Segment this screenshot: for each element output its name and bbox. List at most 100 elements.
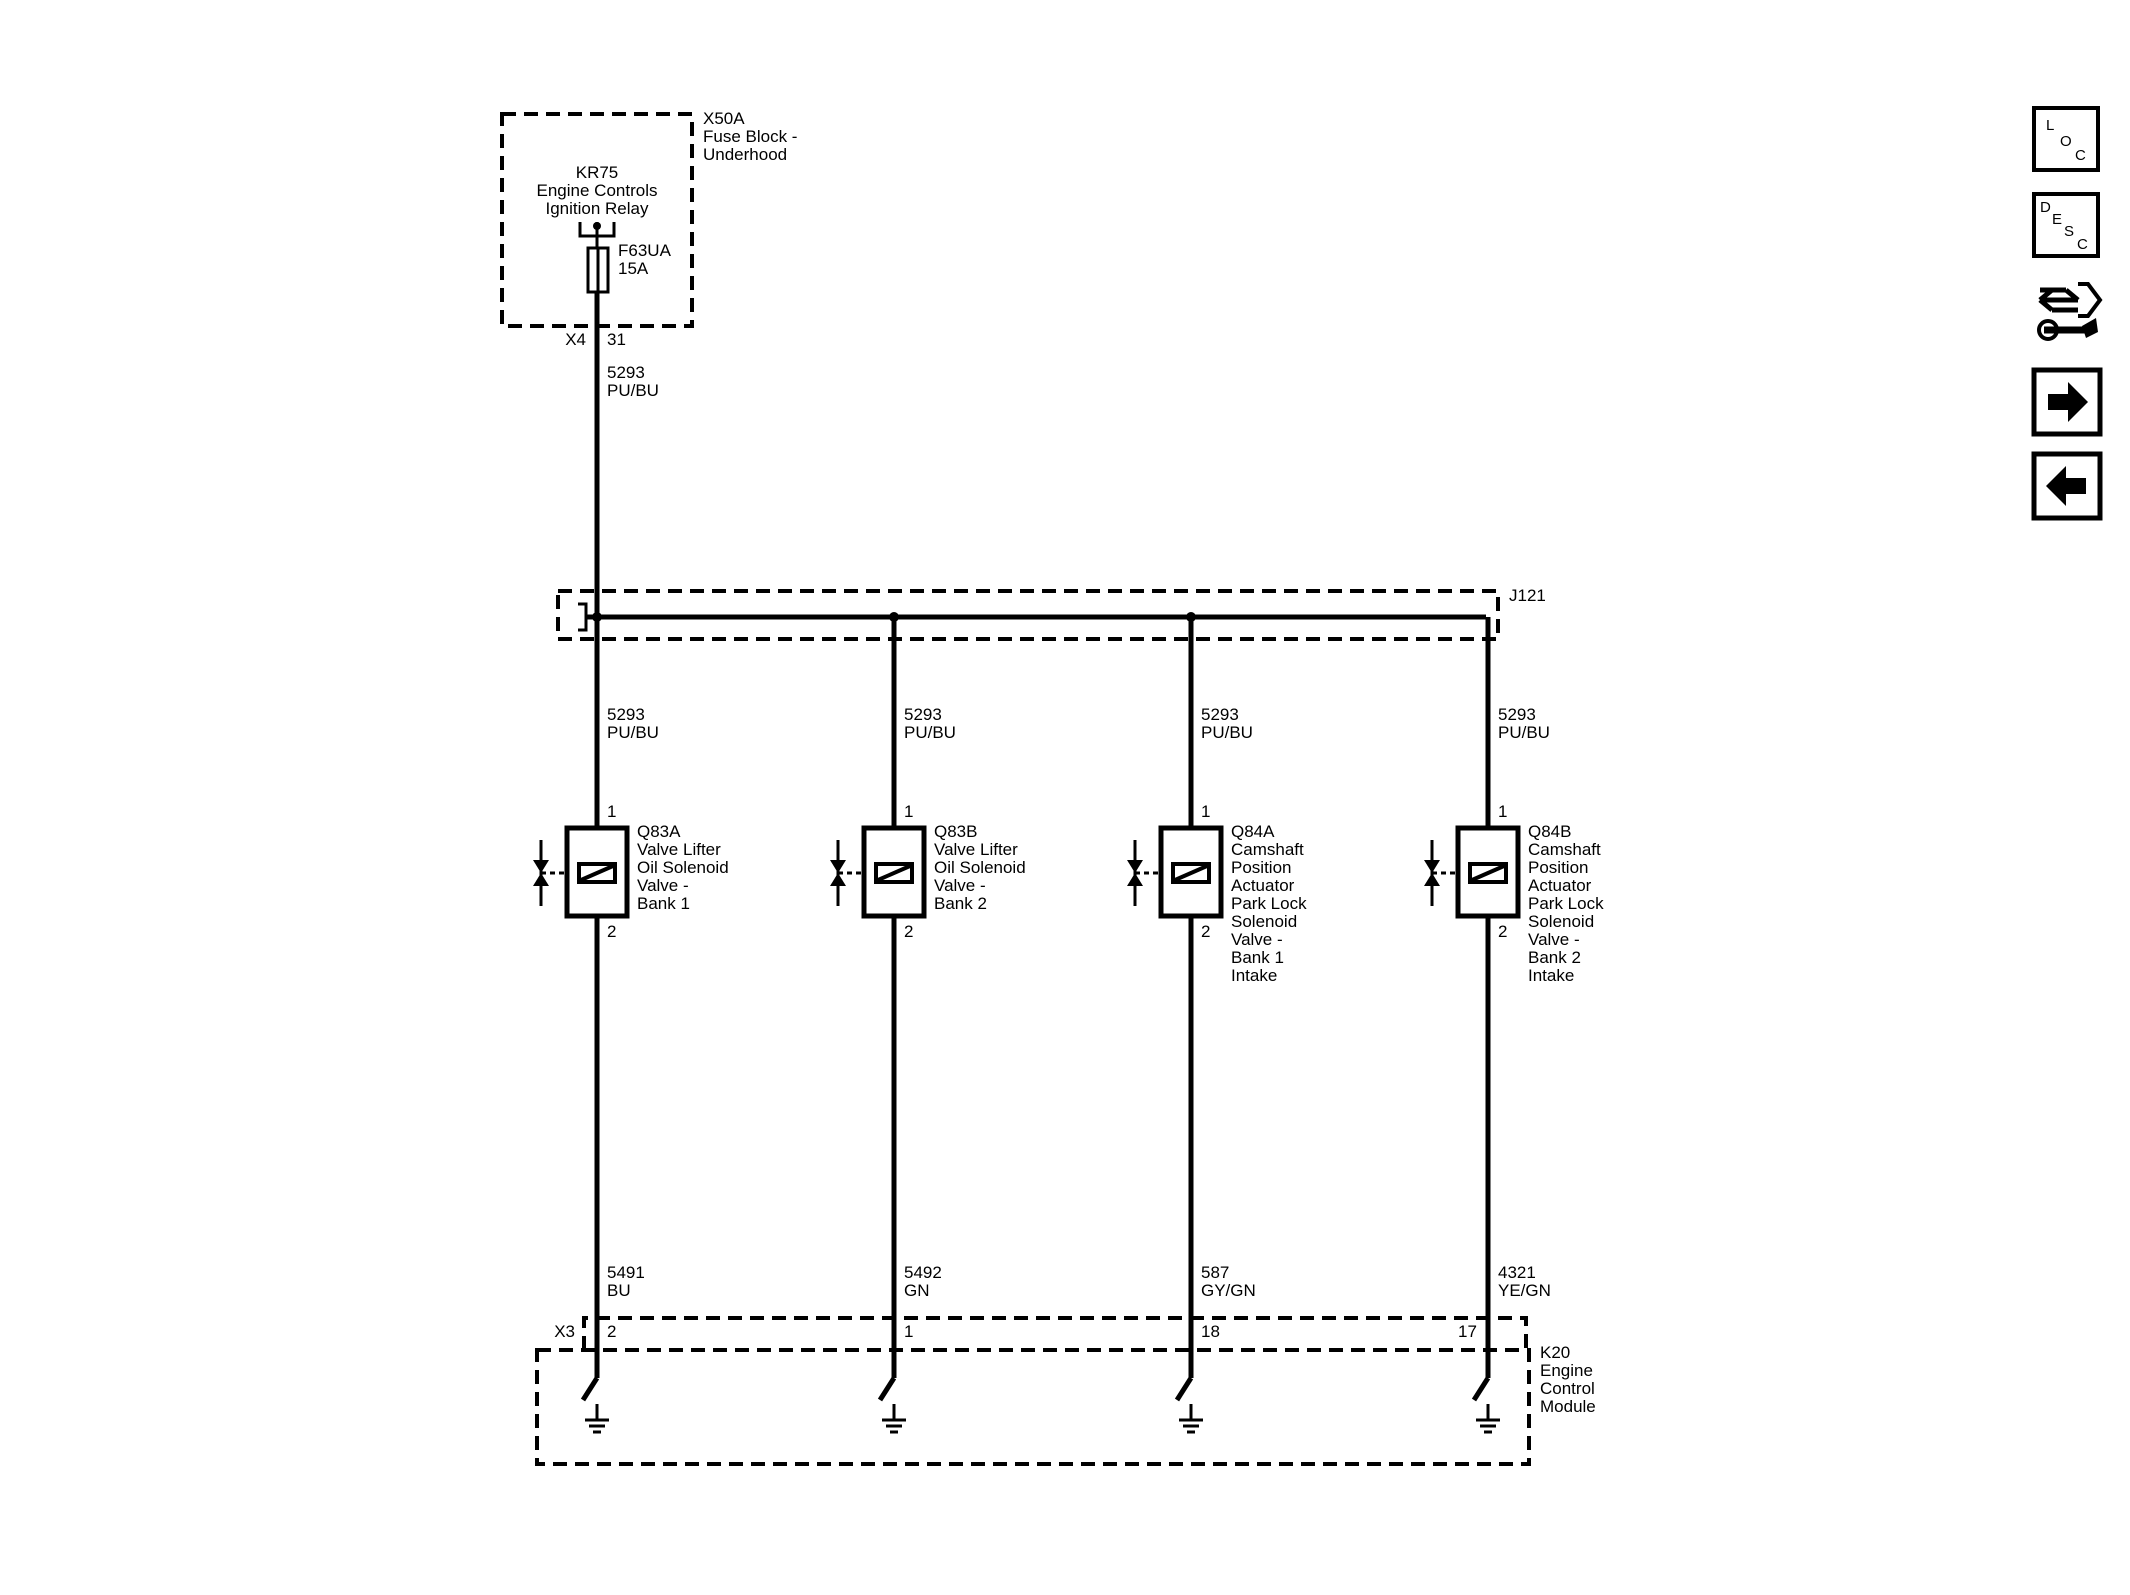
fuse-block-x50a: X50A Fuse Block - Underhood KR75 Engine … <box>500 109 797 349</box>
ground-icon <box>585 1418 609 1434</box>
ecm-driver-switch <box>580 1376 600 1402</box>
component-label-line: Intake <box>1528 966 1574 985</box>
ecm-pin-label: 17 <box>1458 1322 1477 1341</box>
component-label-line: Position <box>1528 858 1588 877</box>
solenoid-pin-2: 2 <box>1498 922 1507 941</box>
component-label-line: Valve Lifter <box>934 840 1018 859</box>
component-label-line: Oil Solenoid <box>637 858 729 877</box>
fuse-id: F63UA <box>618 241 672 260</box>
component-label-line: Valve - <box>1528 930 1580 949</box>
loc-button[interactable]: L O C <box>2032 106 2100 172</box>
branch-bottom-circuit: 5492 <box>904 1263 942 1282</box>
next-button[interactable] <box>2031 367 2103 437</box>
splice-id: J121 <box>1509 586 1546 605</box>
component-label-line: Valve Lifter <box>637 840 721 859</box>
component-label-line: Intake <box>1231 966 1277 985</box>
component-label-line: Solenoid <box>1231 912 1297 931</box>
desc-letter-s: S <box>2064 223 2074 240</box>
splice-entry-bracket <box>578 602 588 632</box>
valve-triangle-top <box>1424 860 1440 873</box>
component-label-line: Q83B <box>934 822 977 841</box>
feed-wire-color: PU/BU <box>607 381 659 400</box>
solenoid-pin-2: 2 <box>607 922 616 941</box>
ground-icon <box>882 1418 906 1434</box>
component-label-line: Valve - <box>1231 930 1283 949</box>
solenoid-coil-diagonal <box>1174 864 1208 882</box>
feed-wire-circuit: 5293 <box>607 363 645 382</box>
solenoid-pin-1: 1 <box>1498 802 1507 821</box>
desc-letter-c: C <box>2077 236 2088 253</box>
desc-letter-d: D <box>2040 199 2051 216</box>
ecm-pin-label: 18 <box>1201 1322 1220 1341</box>
solenoid-coil-diagonal <box>877 864 911 882</box>
nav-panel: L O C D E S C <box>2031 106 2103 521</box>
branch-bottom-circuit: 5491 <box>607 1263 645 1282</box>
branch-top-circuit: 5293 <box>1201 705 1239 724</box>
solenoid-pin-1: 1 <box>1201 802 1210 821</box>
valve-triangle-top <box>830 860 846 873</box>
branch-4: 5293PU/BU12Q84BCamshaftPositionActuatorP… <box>1424 617 1604 1434</box>
component-label-line: Camshaft <box>1231 840 1304 859</box>
component-label-line: Q83A <box>637 822 681 841</box>
solenoid-coil-diagonal <box>580 864 614 882</box>
back-button[interactable] <box>2031 451 2103 521</box>
relay-name-line2: Ignition Relay <box>545 199 649 218</box>
component-label-line: Position <box>1231 858 1291 877</box>
ground-icon <box>1476 1418 1500 1434</box>
ecm-name-line3: Module <box>1540 1397 1596 1416</box>
component-label-line: Park Lock <box>1231 894 1307 913</box>
connector-wrench-icon <box>2037 282 2103 341</box>
fuse-pin-label: 31 <box>607 330 626 349</box>
ecm-pin-label: 1 <box>904 1322 913 1341</box>
loc-button-frame <box>2032 106 2100 172</box>
valve-triangle-bottom <box>830 873 846 886</box>
component-label-line: Bank 2 <box>1528 948 1581 967</box>
relay-id: KR75 <box>576 163 619 182</box>
splice-boundary <box>556 589 1500 641</box>
valve-triangle-top <box>533 860 549 873</box>
connector-service-button[interactable] <box>2037 282 2103 341</box>
component-label-line: Park Lock <box>1528 894 1604 913</box>
component-label-line: Q84A <box>1231 822 1275 841</box>
component-label-line: Oil Solenoid <box>934 858 1026 877</box>
ecm-connector-label: X3 <box>554 1322 575 1341</box>
branch-3: 5293PU/BU12Q84ACamshaftPositionActuatorP… <box>1127 617 1307 1434</box>
ecm-pin-label: 2 <box>607 1322 616 1341</box>
component-label-line: Camshaft <box>1528 840 1601 859</box>
component-label-line: Valve - <box>934 876 986 895</box>
component-label-line: Actuator <box>1231 876 1295 895</box>
branch-top-color: PU/BU <box>904 723 956 742</box>
relay-name-line1: Engine Controls <box>537 181 658 200</box>
component-label-line: Q84B <box>1528 822 1571 841</box>
component-label-line: Bank 1 <box>637 894 690 913</box>
fuse-block-name-line1: Fuse Block - <box>703 127 797 146</box>
fuse-connector-label: X4 <box>565 330 586 349</box>
desc-button[interactable]: D E S C <box>2032 192 2100 258</box>
ecm-name-line1: Engine <box>1540 1361 1593 1380</box>
solenoid-pin-1: 1 <box>607 802 616 821</box>
solenoid-coil-diagonal <box>1471 864 1505 882</box>
branch-top-color: PU/BU <box>1201 723 1253 742</box>
ecm-id: K20 <box>1540 1343 1570 1362</box>
component-label-line: Bank 2 <box>934 894 987 913</box>
ecm-driver-switch <box>1471 1376 1491 1402</box>
loc-letter-o: O <box>2060 133 2072 150</box>
branch-top-circuit: 5293 <box>607 705 645 724</box>
valve-triangle-bottom <box>1127 873 1143 886</box>
ecm-connector-boundary <box>582 1316 1528 1350</box>
splice-j121: J121 <box>556 586 1546 641</box>
ecm-name-line2: Control <box>1540 1379 1595 1398</box>
arrow-right-icon <box>2048 382 2088 422</box>
ecm-boundary <box>535 1348 1531 1466</box>
valve-triangle-bottom <box>1424 873 1440 886</box>
fuse-rating: 15A <box>618 259 649 278</box>
loc-letter-l: L <box>2046 117 2054 134</box>
ecm-k20: X3 K20 Engine Control Module <box>535 1316 1596 1466</box>
component-label-line: Actuator <box>1528 876 1592 895</box>
branch-bottom-circuit: 4321 <box>1498 1263 1536 1282</box>
arrow-left-icon <box>2046 466 2086 506</box>
branch-top-circuit: 5293 <box>1498 705 1536 724</box>
